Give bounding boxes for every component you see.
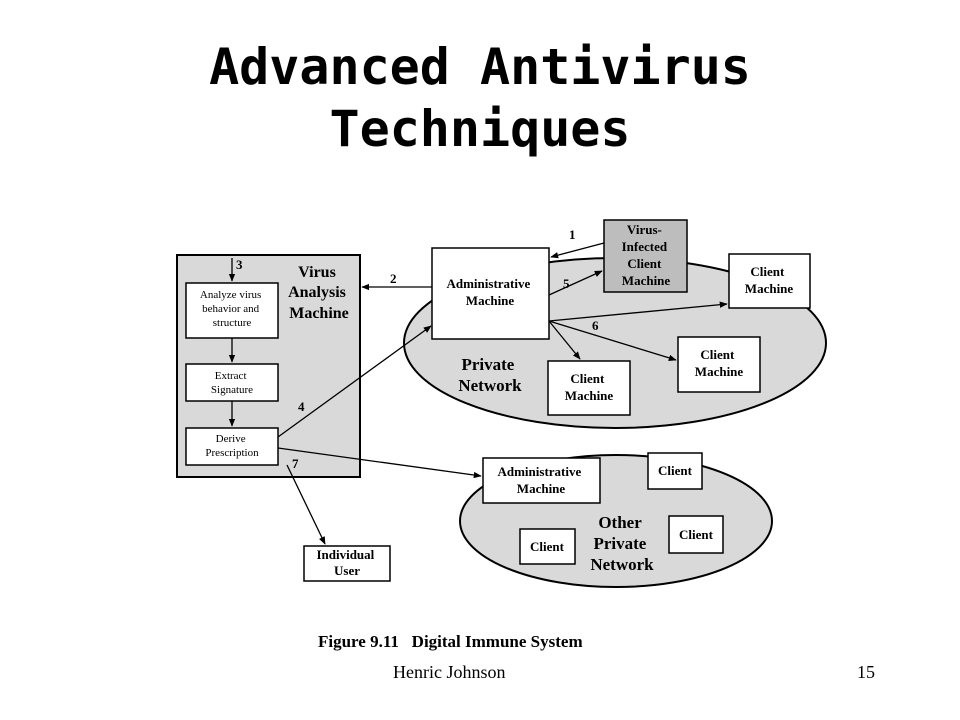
title-line-1: Advanced Antivirus: [209, 38, 751, 96]
step-label-7: 7: [292, 456, 299, 471]
client-machine-box-1: [728, 253, 811, 309]
administrative-machine-label: Administrative Machine: [446, 276, 533, 308]
analyze-virus-label: Analyze virus behavior and structure: [200, 289, 264, 329]
step-label-4: 4: [298, 399, 305, 414]
other-client-label-1: Client: [658, 463, 693, 478]
other-administrative-machine-box: [482, 457, 601, 504]
title-line-2: Techniques: [329, 100, 631, 158]
client-machine-label-1: Client Machine: [745, 264, 794, 296]
step-label-5: 5: [563, 276, 570, 291]
arrow-step-4: [277, 325, 432, 438]
arrow-step-6-client-3: [548, 320, 581, 360]
other-client-label-3: Client: [530, 539, 565, 554]
step-label-3: 3: [236, 257, 243, 272]
client-machine-label-2: Client Machine: [695, 347, 744, 379]
step-label-2: 2: [390, 271, 397, 286]
administrative-machine-box: [431, 247, 550, 340]
footer-author: Henric Johnson: [393, 662, 506, 682]
virus-infected-client-box: [603, 219, 688, 293]
client-machine-box-3: [547, 360, 631, 416]
arrow-step-5: [548, 270, 603, 296]
extract-signature-label: Extract Signature: [211, 370, 253, 396]
arrow-step-7-other-network: [277, 447, 482, 479]
arrow-step-6-client-2: [548, 320, 677, 361]
other-client-box-1: [647, 452, 703, 490]
other-network-label: Other Private Network: [590, 513, 654, 574]
arrow-step-6-client-1: [548, 301, 728, 322]
virus-infected-client-label: Virus- Infected Client Machine: [622, 222, 671, 288]
step-label-1: 1: [569, 227, 576, 242]
arrow-step-1: [550, 242, 605, 259]
derive-prescription-label: Derive Prescription: [205, 433, 259, 459]
arrow-step-7-individual-user: [286, 464, 326, 545]
individual-user-box: [303, 545, 391, 582]
slide-title: Advanced Antivirus Techniques: [0, 36, 960, 160]
figure-number: Figure 9.11: [318, 632, 399, 651]
derive-prescription-box: [185, 427, 279, 466]
client-machine-box-2: [677, 336, 761, 393]
vam-title: Virus Analysis Machine: [288, 264, 350, 322]
private-network-label: Private Network: [458, 355, 522, 395]
individual-user-label: Individual User: [316, 547, 377, 578]
footer-page-number: 15: [857, 662, 875, 682]
other-client-box-2: [668, 515, 724, 554]
client-machine-label-3: Client Machine: [565, 371, 614, 403]
figure-title: Digital Immune System: [411, 632, 583, 651]
step-label-6: 6: [592, 318, 599, 333]
other-administrative-machine-label: Administrative Machine: [497, 464, 584, 496]
figure-caption: Figure 9.11 Digital Immune System: [318, 632, 583, 652]
other-client-label-2: Client: [679, 527, 714, 542]
analyze-virus-box: [185, 282, 279, 339]
other-client-box-3: [519, 528, 576, 565]
